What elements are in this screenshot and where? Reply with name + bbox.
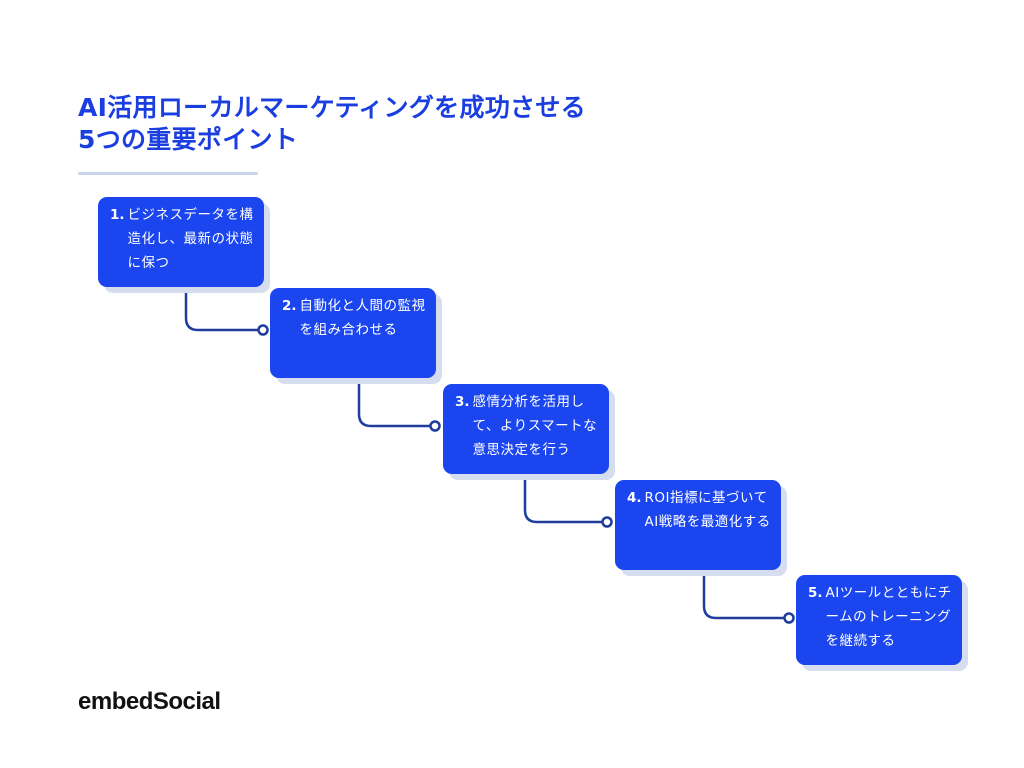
step-5-number: 5.	[808, 585, 823, 601]
step-3-text: 感情分析を活用して、よりスマートな意思決定を行う	[472, 394, 598, 458]
step-4-number: 4.	[627, 490, 642, 506]
step-5-text: AIツールとともにチームのトレーニングを継続する	[825, 585, 952, 649]
step-1-number: 1.	[110, 207, 125, 223]
step-3-number: 3.	[455, 394, 470, 410]
connector-3-4-node	[601, 516, 613, 528]
step-4-box: 4. ROI指標に基づいてAI戦略を最適化する	[615, 480, 781, 570]
title-underline	[78, 172, 258, 175]
step-1-text: ビジネスデータを構造化し、最新の状態に保つ	[127, 207, 254, 271]
step-2-number: 2.	[282, 298, 297, 314]
connector-1-2	[184, 288, 260, 332]
step-4-text: ROI指標に基づいてAI戦略を最適化する	[644, 490, 771, 530]
step-2-text: 自動化と人間の監視を組み合わせる	[299, 298, 426, 338]
step-2-box: 2. 自動化と人間の監視を組み合わせる	[270, 288, 436, 378]
step-5-box: 5. AIツールとともにチームのトレーニングを継続する	[796, 575, 962, 665]
connector-1-2-node	[257, 324, 269, 336]
connector-4-5	[702, 572, 786, 620]
title-line-2: 5つの重要ポイント	[78, 125, 299, 154]
title-line-1: AI活用ローカルマーケティングを成功させる	[78, 93, 586, 122]
connector-2-3	[357, 380, 432, 428]
connector-2-3-node	[429, 420, 441, 432]
connector-4-5-node	[783, 612, 795, 624]
step-1-box: 1. ビジネスデータを構造化し、最新の状態に保つ	[98, 197, 264, 287]
page-title: AI活用ローカルマーケティングを成功させる 5つの重要ポイント	[78, 92, 586, 156]
step-3-box: 3. 感情分析を活用して、よりスマートな意思決定を行う	[443, 384, 609, 474]
embedsocial-logo: embedSocial	[78, 688, 221, 715]
connector-3-4	[523, 474, 604, 524]
